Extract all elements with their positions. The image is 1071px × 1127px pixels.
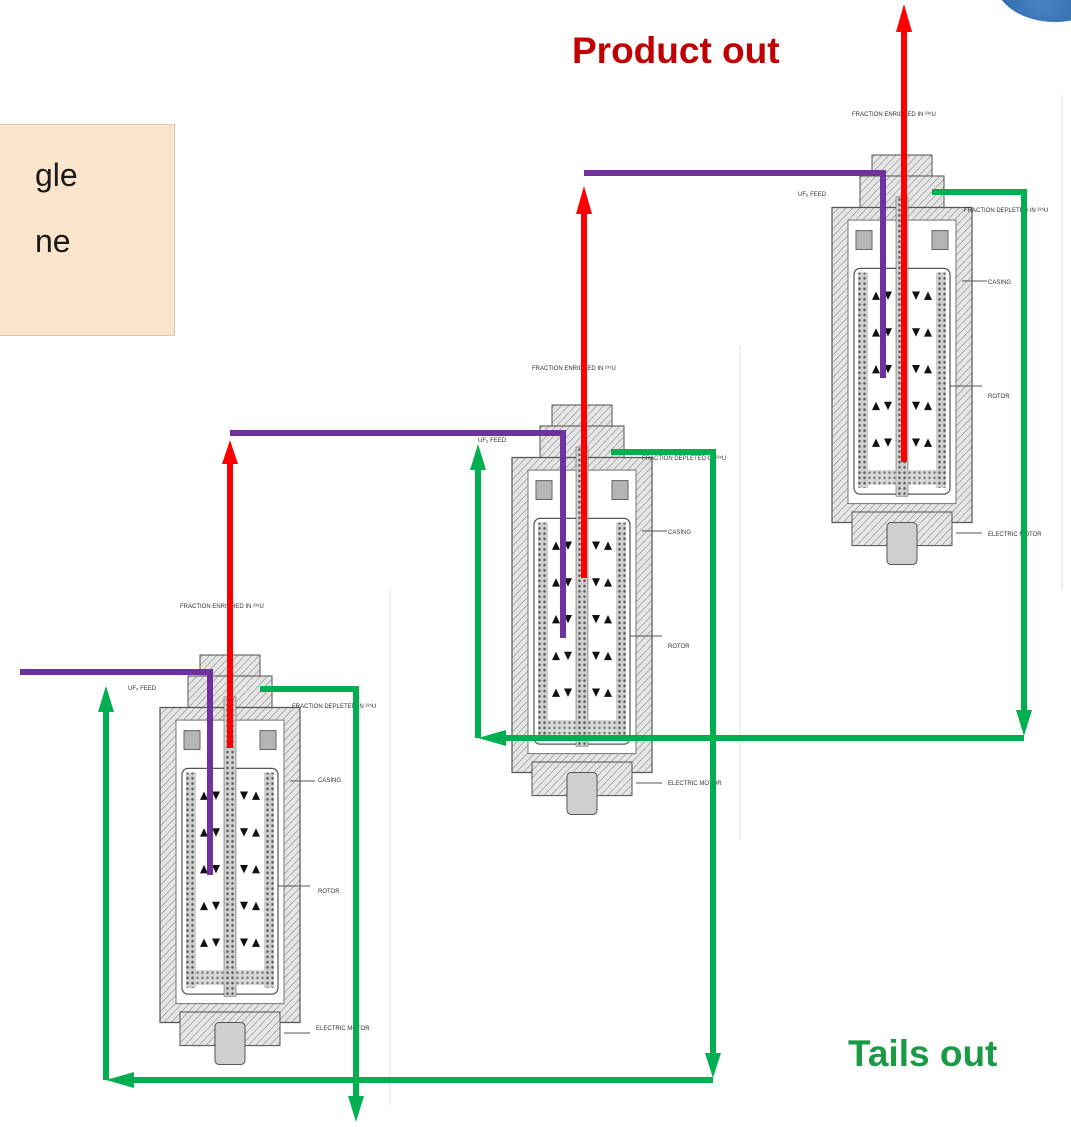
casing-label-3: CASING [988,280,1011,286]
feed-line-stage-3 [584,170,886,378]
enriched-label-2: FRACTION ENRICHED IN ²³⁵U [532,365,616,372]
feed-line-stage-1 [20,669,213,875]
rotor-label-2: ROTOR [668,644,690,650]
motor-label-1: ELECTRIC MOTOR [316,1026,370,1032]
tails-return-stage-3-to-2 [478,730,1024,746]
rotor-label-1: ROTOR [318,889,340,895]
tails-return-stage-2-to-1 [106,1072,713,1088]
note-line-2: ne [35,223,71,259]
centrifuge-stage-2 [511,404,668,816]
motor-label-3: ELECTRIC MOTOR [988,532,1042,538]
centrifuge-stage-3 [831,154,988,566]
centrifuge-stage-1 [159,654,316,1066]
tails-line-stage-2 [611,449,721,1078]
tails-feed-stage-2 [470,444,486,738]
product-out-title: Product out [572,30,780,71]
note-box: gle ne [0,124,175,336]
feed-label-3: UF₆ FEED [798,192,827,198]
product-out-line [896,4,912,462]
tails-line-stage-3 [932,189,1032,736]
tails-feed-stage-1 [98,686,114,1080]
depleted-label-3: FRACTION DEPLETED IN ²³⁵U [964,207,1048,214]
note-line-1: gle [35,157,78,193]
depleted-label-1: FRACTION DEPLETED IN ²³⁵U [292,703,376,710]
depleted-label-2: FRACTION DEPLETED IN ²³⁵U [642,455,726,462]
enriched-label-3: FRACTION ENRICHED IN ²³⁵U [852,111,936,118]
rotor-label-3: ROTOR [988,394,1010,400]
product-line-stage-1 [222,440,238,748]
casing-label-1: CASING [318,778,341,784]
casing-label-2: CASING [668,530,691,536]
tails-line-stage-1 [260,686,364,1122]
motor-label-2: ELECTRIC MOTOR [668,781,722,787]
product-line-stage-2 [576,186,592,578]
feed-label-1: UF₆ FEED [128,686,157,692]
tails-out-title: Tails out [848,1033,998,1074]
enriched-label-1: FRACTION ENRICHED IN ²³⁵U [180,603,264,610]
feed-line-stage-2 [230,430,566,638]
feed-label-2: UF₆ FEED [478,438,507,444]
